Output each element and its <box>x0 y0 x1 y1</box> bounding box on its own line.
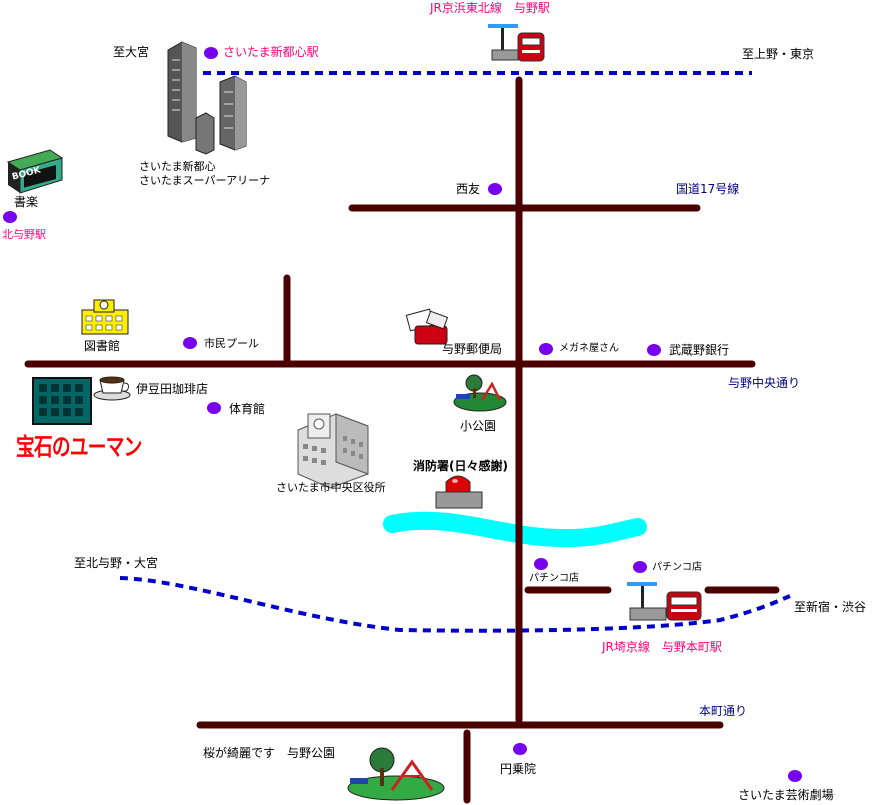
shoraku-label: 書楽 <box>14 195 39 209</box>
book-store-icon <box>6 149 64 194</box>
shintoshin-station-label: さいたま新都心駅 <box>223 45 319 59</box>
library-icon <box>81 299 129 335</box>
ward-office-label: さいたま市中央区役所 <box>276 481 386 494</box>
pachinko-1-label: パチンコ店 <box>529 573 579 584</box>
office-building-icon <box>32 377 92 425</box>
enjoin-label: 円乗院 <box>500 762 537 776</box>
shintoshin-station-dot <box>204 47 218 59</box>
shintoshin-label-1: さいたま新都心 <box>139 160 216 173</box>
enjoin-dot <box>513 743 527 755</box>
shintoshin-label-2: さいたまスーパーアリーナ <box>139 174 271 187</box>
yono-station-label: JR京浜東北線 与野駅 <box>430 1 550 15</box>
optician-label: メガネ屋さん <box>559 343 619 354</box>
nishitomo-label: 西友 <box>456 182 481 196</box>
skyscrapers-icon <box>167 41 247 155</box>
pool-dot <box>183 337 197 349</box>
optician-dot <box>539 343 553 355</box>
pool-label: 市民プール <box>204 337 259 350</box>
fire-station-label: 消防署(日々感謝) <box>413 459 508 473</box>
yono-park-icon <box>347 747 445 801</box>
gym-dot <box>207 402 221 414</box>
yono-honmachi-station-icon <box>627 582 702 621</box>
library-label: 図書館 <box>84 339 121 353</box>
pachinko-2-label: パチンコ店 <box>652 562 702 573</box>
honmachi-dori-label: 本町通り <box>699 704 748 718</box>
siren-icon <box>435 475 483 509</box>
to-shinjuku-shibuya-label: 至新宿・渋谷 <box>794 600 867 614</box>
yono-honmachi-label: JR埼京線 与野本町駅 <box>602 640 722 654</box>
yono-station-icon <box>488 24 545 62</box>
coffee-cup-icon <box>93 376 131 401</box>
to-kitayono-omiya-label: 至北与野・大宮 <box>74 556 159 570</box>
kita-yono-label: 北与野駅 <box>2 228 46 241</box>
bank-label: 武蔵野銀行 <box>669 343 730 357</box>
pachinko-2-dot <box>633 561 647 573</box>
izuta-coffee-label: 伊豆田珈琲店 <box>136 382 209 396</box>
to-ueno-tokyo-label: 至上野・東京 <box>742 47 815 61</box>
gym-label: 体育館 <box>229 402 266 416</box>
theater-dot <box>788 770 802 782</box>
jewelry-shop-name: 宝石のユーマン <box>16 433 142 461</box>
post-office-icon <box>405 308 449 345</box>
ward-office-icon <box>297 413 369 489</box>
nishitomo-dot <box>488 183 502 195</box>
route17-label: 国道17号線 <box>676 182 740 196</box>
river <box>383 511 647 548</box>
kita-yono-dot <box>3 211 17 223</box>
yono-chuo-label: 与野中央通り <box>728 376 801 390</box>
small-park-icon <box>453 374 507 412</box>
roads <box>24 76 780 804</box>
poi-dots <box>3 47 802 782</box>
yono-park-label: 桜が綺麗です 与野公園 <box>203 746 336 760</box>
to-omiya-label: 至大宮 <box>113 45 150 59</box>
bank-dot <box>647 344 661 356</box>
post-office-label: 与野郵便局 <box>442 342 503 356</box>
small-park-label: 小公園 <box>460 419 497 433</box>
arts-theater-label: さいたま芸術劇場 <box>738 788 834 802</box>
pachinko-1-dot <box>534 558 548 570</box>
saikyo-line <box>119 576 791 633</box>
